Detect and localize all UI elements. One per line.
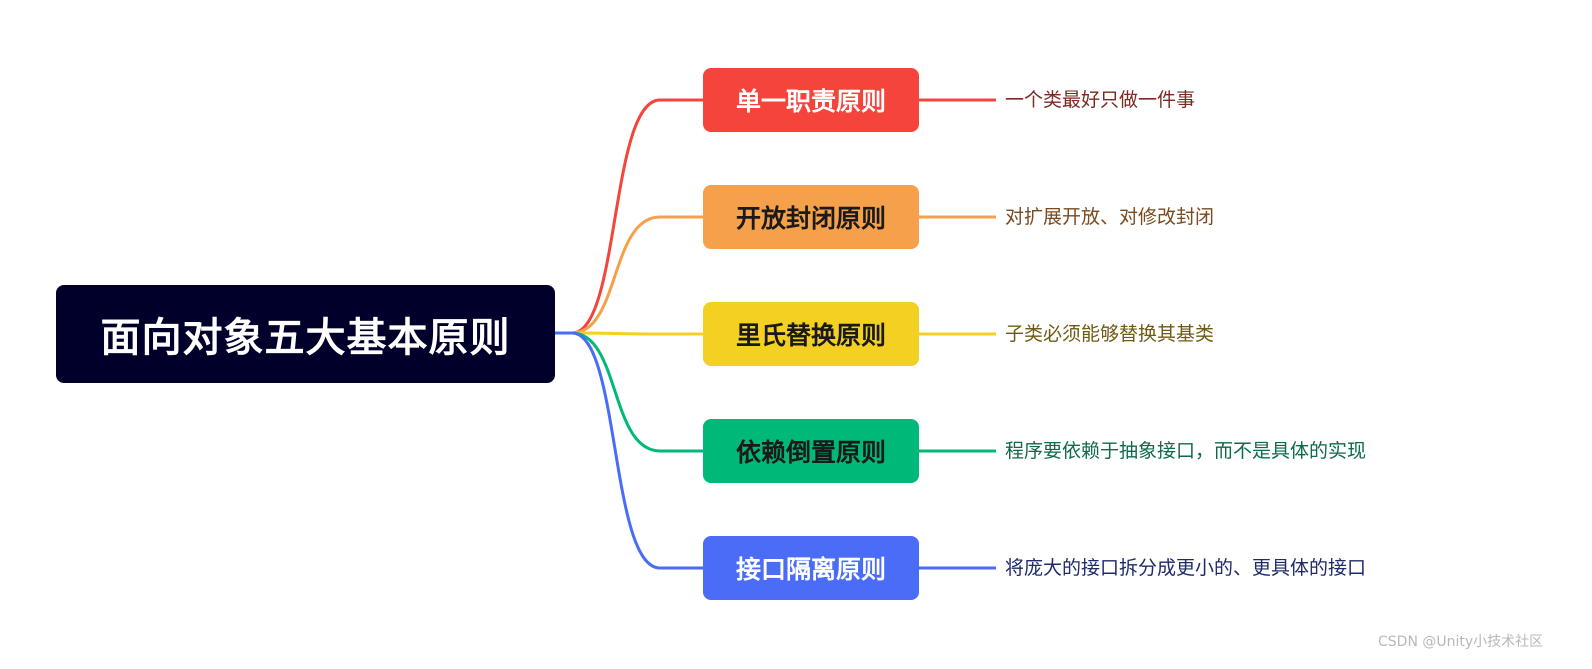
root-node: 面向对象五大基本原则 [56, 285, 555, 383]
leaf-dependency-inversion: 程序要依赖于抽象接口，而不是具体的实现 [1005, 440, 1367, 462]
leaf-open-closed: 对扩展开放、对修改封闭 [1005, 206, 1215, 228]
leaf-single-responsibility: 一个类最好只做一件事 [1005, 89, 1196, 111]
branch-connector [553, 331, 705, 453]
branch-node-interface-segregation: 接口隔离原则 [703, 536, 919, 600]
leaf-interface-segregation: 将庞大的接口拆分成更小的、更具体的接口 [1005, 557, 1367, 579]
branch-connector [553, 331, 705, 570]
branch-node-liskov-substitution: 里氏替换原则 [703, 302, 919, 366]
branch-connector [553, 98, 705, 335]
branch-node-dependency-inversion: 依赖倒置原则 [703, 419, 919, 483]
branch-node-open-closed: 开放封闭原则 [703, 185, 919, 249]
branch-node-single-responsibility: 单一职责原则 [703, 68, 919, 132]
branch-connector [553, 215, 705, 335]
watermark: CSDN @Unity小技术社区 [1378, 634, 1544, 650]
leaf-liskov-substitution: 子类必须能够替换其基类 [1005, 323, 1215, 345]
